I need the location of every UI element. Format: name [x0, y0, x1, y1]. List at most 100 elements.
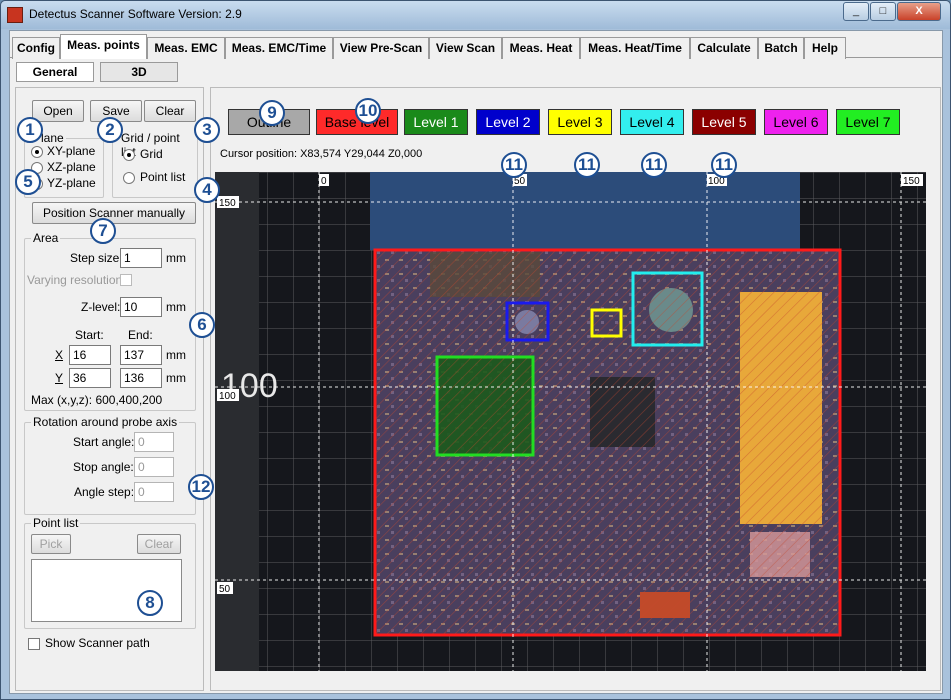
y-axis-50: 50 [219, 584, 231, 595]
level-6-button[interactable]: Level 6 [764, 109, 828, 135]
tab-meas-heat-time[interactable]: Meas. Heat/Time [580, 37, 690, 59]
area-label: Area [31, 231, 61, 245]
show-scanner-path-label: Show Scanner path [45, 636, 150, 650]
subtab-3d[interactable]: 3D [100, 62, 178, 82]
scan-canvas[interactable]: 100 [215, 172, 926, 671]
callout-4: 4 [194, 177, 220, 203]
client-area: Config Meas. points Meas. EMC Meas. EMC/… [9, 30, 943, 694]
y-end-input[interactable]: 136 [120, 368, 162, 388]
save-button[interactable]: Save [90, 100, 142, 122]
z-unit: mm [166, 300, 186, 314]
rotation-group: Rotation around probe axis Start angle: … [24, 415, 196, 515]
window-title: Detectus Scanner Software Version: 2.9 [29, 7, 242, 21]
plane-group: Plane XY-plane XZ-plane YZ-plane [24, 131, 104, 198]
max-xyz-label: Max (x,y,z): 600,400,200 [31, 393, 163, 407]
point-list-clear-button[interactable]: Clear [137, 534, 181, 554]
callout-5: 5 [15, 169, 41, 195]
angle-step-label: Angle step: [74, 485, 135, 499]
x-start-input[interactable]: 16 [69, 345, 111, 365]
callout-9: 9 [259, 100, 285, 126]
stop-angle-input[interactable]: 0 [134, 457, 174, 477]
callout-10: 10 [355, 98, 381, 124]
grid-label: Grid [140, 147, 163, 161]
minimize-button[interactable]: _ [843, 2, 869, 21]
tab-batch[interactable]: Batch [758, 37, 804, 59]
maximize-button[interactable]: □ [870, 2, 896, 21]
area-group: Area Step size: 1 mm Varying resolution:… [24, 231, 196, 411]
tab-meas-emc-time[interactable]: Meas. EMC/Time [225, 37, 333, 59]
y-axis-100: 100 [219, 391, 236, 402]
tab-view-scan[interactable]: View Scan [429, 37, 502, 59]
radio-grid[interactable] [123, 149, 135, 161]
clear-button[interactable]: Clear [144, 100, 196, 122]
cursor-position: Cursor position: X83,574 Y29,044 Z0,000 [220, 148, 423, 160]
z-level-input[interactable]: 10 [120, 297, 162, 317]
callout-11a: 11 [501, 152, 527, 178]
callout-11c: 11 [641, 152, 667, 178]
x-axis-150: 150 [903, 176, 920, 187]
level-4-button[interactable]: Level 4 [620, 109, 684, 135]
tab-meas-heat[interactable]: Meas. Heat [502, 37, 580, 59]
tab-meas-points[interactable]: Meas. points [60, 34, 147, 59]
level-2-button[interactable]: Level 2 [476, 109, 540, 135]
rotation-label: Rotation around probe axis [31, 415, 180, 429]
x-axis-100: 100 [708, 176, 725, 187]
y-label: Y [55, 371, 64, 385]
callout-12: 12 [188, 474, 214, 500]
level-5-button[interactable]: Level 5 [692, 109, 756, 135]
callout-3: 3 [194, 117, 220, 143]
x-axis-0: 0 [321, 176, 327, 187]
start-angle-label: Start angle: [73, 435, 135, 449]
radio-point-list[interactable] [123, 172, 135, 184]
x-end-input[interactable]: 137 [120, 345, 162, 365]
xz-plane-label: XZ-plane [47, 160, 96, 174]
callout-6: 6 [189, 312, 215, 338]
title-bar: Detectus Scanner Software Version: 2.9 _… [1, 1, 950, 29]
open-button[interactable]: Open [32, 100, 84, 122]
yz-plane-label: YZ-plane [47, 176, 96, 190]
point-list-box[interactable] [31, 559, 182, 622]
radio-xy-plane[interactable] [31, 146, 43, 158]
tab-calculate[interactable]: Calculate [690, 37, 758, 59]
callout-11d: 11 [711, 152, 737, 178]
point-list-group-label: Point list [31, 516, 81, 530]
x-label: X [55, 348, 64, 362]
z-level-label: Z-level: [81, 300, 121, 314]
end-header: End: [128, 328, 153, 342]
point-list-label: Point list [140, 170, 186, 184]
level-7-button[interactable]: Level 7 [836, 109, 900, 135]
callout-11b: 11 [574, 152, 600, 178]
xy-plane-label: XY-plane [47, 144, 96, 158]
level-1-button[interactable]: Level 1 [404, 109, 468, 135]
y-unit: mm [166, 371, 186, 385]
varying-resolution-label: Varying resolution: [27, 273, 126, 287]
tab-view-prescan[interactable]: View Pre-Scan [333, 37, 429, 59]
callout-1: 1 [17, 117, 43, 143]
level-2-region [505, 301, 550, 342]
level-7-region [435, 355, 535, 457]
base-level-outline [373, 248, 842, 637]
subtab-general[interactable]: General [16, 62, 94, 82]
tab-help[interactable]: Help [804, 37, 846, 59]
angle-step-input[interactable]: 0 [134, 482, 174, 502]
callout-7: 7 [90, 218, 116, 244]
level-3-button[interactable]: Level 3 [548, 109, 612, 135]
show-scanner-path-checkbox[interactable] [28, 638, 40, 650]
y-start-input[interactable]: 36 [69, 368, 111, 388]
start-header: Start: [75, 328, 104, 342]
settings-panel: Open Save Clear Plane XY-plane XZ-plane … [15, 87, 204, 691]
level-outline-button[interactable]: Outline [228, 109, 310, 135]
app-icon [7, 7, 23, 23]
pick-button[interactable]: Pick [31, 534, 71, 554]
tab-meas-emc[interactable]: Meas. EMC [147, 37, 225, 59]
x-axis-50: 50 [514, 176, 526, 187]
position-scanner-button[interactable]: Position Scanner manually [32, 202, 196, 224]
callout-2: 2 [97, 117, 123, 143]
step-size-input[interactable]: 1 [120, 248, 162, 268]
varying-resolution-checkbox[interactable] [120, 274, 132, 286]
start-angle-input[interactable]: 0 [134, 432, 174, 452]
x-unit: mm [166, 348, 186, 362]
tab-config[interactable]: Config [12, 37, 60, 59]
close-button[interactable]: X [897, 2, 941, 21]
